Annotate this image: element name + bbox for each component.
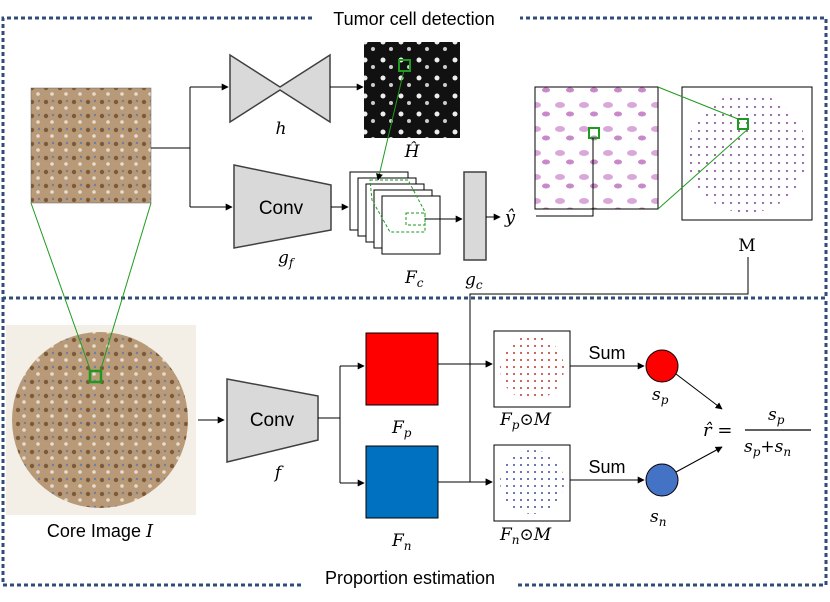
hourglass-network-h (229, 53, 331, 124)
heatmap-to-stack-link (376, 69, 405, 181)
tissue-patch-image (30, 87, 152, 204)
prediction-zoom-highlight (588, 127, 600, 139)
mask-map-highlight (737, 118, 749, 130)
core-image-I: I (145, 521, 154, 542)
s-n-main: s (650, 507, 659, 527)
F-p-main: F (391, 418, 405, 438)
core-to-patch-link-right (99, 202, 152, 373)
s-p-sub: p (661, 393, 669, 407)
label-F-n: Fn (391, 531, 412, 553)
ratio-lhs: r̂ = (703, 420, 732, 441)
feature-stack-F-c (349, 171, 441, 255)
label-F-c: Fc (404, 268, 424, 290)
label-s-n: sn (650, 507, 666, 529)
label-Fn-M: Fn⊙M (499, 525, 552, 547)
core-image-highlight (88, 369, 103, 384)
den-plus: + (760, 437, 774, 457)
num-sub: p (777, 413, 785, 427)
den-s-a-sub: p (753, 445, 761, 459)
label-M: M (738, 236, 755, 256)
top-section-border (1, 16, 828, 300)
zoom-link-top (657, 86, 739, 120)
Fn-M-sub: n (512, 533, 520, 547)
top-section-title: Tumor cell detection (333, 9, 494, 29)
s-n-sub: n (659, 515, 667, 529)
conv-encoder-f (226, 378, 319, 463)
sum-p-label: Sum (588, 343, 625, 363)
label-h: h (276, 119, 287, 139)
g-f-main: g (278, 248, 289, 268)
Fp-M-sub: p (512, 418, 520, 432)
node-s-p (645, 349, 679, 383)
core-image-text: Core Image (47, 521, 146, 541)
label-F-p: Fp (391, 418, 412, 440)
label-g-f: gf (278, 248, 296, 270)
Fp-M-main: F (499, 410, 513, 430)
mask-map-core (687, 93, 807, 213)
label-H-hat: Ĥ (404, 141, 421, 162)
patch-split-connector (151, 83, 233, 211)
ratio-denominator: sp+sn (744, 437, 791, 459)
g-c-main: g (465, 270, 476, 290)
Fp-M-op: ⊙M (519, 410, 551, 430)
label-Fp-M: Fp⊙M (499, 410, 552, 432)
num-s: s (768, 405, 777, 425)
ratio-numerator: sp (768, 405, 785, 427)
label-s-p: sp (652, 385, 669, 407)
bottom-section-border (1, 298, 828, 587)
label-g-c: gc (465, 270, 483, 292)
bottom-section-title: Proportion estimation (325, 568, 495, 588)
sum-n-label: Sum (588, 457, 625, 477)
F-c-main: F (404, 268, 418, 288)
conv-encoder-g-f (233, 164, 332, 249)
F-p-sub: p (404, 426, 412, 440)
Fn-M-main: F (499, 525, 513, 545)
F-c-sub: c (417, 276, 424, 290)
conv-top-label: Conv (259, 198, 304, 219)
arrow-s-p-to-ratio (675, 373, 723, 410)
feature-map-F-n (365, 445, 439, 519)
y-hat-to-prediction-connector (536, 138, 594, 217)
heatmap-image (364, 42, 460, 138)
label-f: f (273, 463, 284, 483)
F-n-sub: n (404, 539, 412, 553)
conv-bottom-label: Conv (250, 410, 295, 431)
core-to-patch-link-left (30, 202, 92, 373)
prediction-zoom-image (534, 86, 659, 210)
den-s-b: s (775, 437, 784, 457)
arrow-s-n-to-ratio (675, 446, 723, 473)
den-s-a: s (744, 437, 753, 457)
heatmap-highlight-box (398, 59, 411, 72)
conv-split-connector (318, 362, 365, 487)
classifier-g-c (463, 171, 487, 261)
F-n-main: F (391, 531, 405, 551)
masked-map-Fn (500, 450, 564, 514)
Fn-M-op: ⊙M (520, 525, 552, 545)
g-c-sub: c (476, 278, 483, 292)
zoom-link-bottom (657, 128, 749, 210)
node-s-n (645, 463, 679, 497)
masked-map-Fp (500, 336, 564, 400)
feature-map-F-p (365, 332, 439, 406)
label-y-hat: ŷ (504, 207, 516, 228)
core-image-tissue (12, 332, 188, 508)
g-f-sub: f (288, 256, 296, 270)
s-p-main: s (652, 385, 661, 405)
label-core-image: Core Image I (47, 521, 154, 542)
den-s-b-sub: n (783, 445, 791, 459)
